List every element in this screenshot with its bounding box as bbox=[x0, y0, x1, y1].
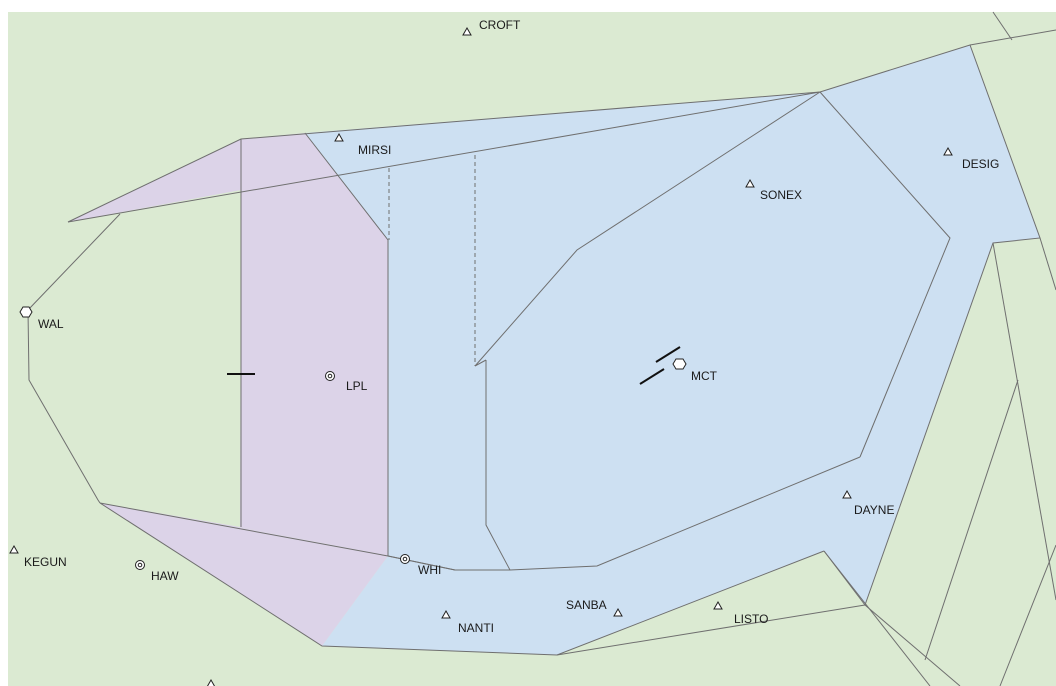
airspace-purple-south bbox=[100, 503, 388, 646]
waypoint-label-listo: LISTO bbox=[734, 612, 768, 626]
waypoint-triangle-icon bbox=[943, 146, 953, 156]
navaid-wal[interactable]: WAL bbox=[19, 306, 64, 331]
waypoint-croft[interactable]: CROFT bbox=[462, 18, 521, 36]
waypoint-triangle-icon bbox=[462, 26, 472, 36]
waypoint-listo[interactable]: LISTO bbox=[713, 600, 768, 626]
waypoint-triangle-icon bbox=[441, 609, 451, 619]
waypoint-triangle-icon-partial bbox=[206, 678, 216, 686]
waypoint-triangle-icon bbox=[745, 178, 755, 188]
airport-label-lpl: LPL bbox=[346, 379, 368, 393]
waypoint-label-nanti: NANTI bbox=[458, 621, 494, 635]
waypoint-label-croft: CROFT bbox=[479, 18, 521, 32]
waypoint-triangle-icon bbox=[842, 489, 852, 499]
aerodrome-icon bbox=[325, 371, 335, 381]
aerodrome-icon-inner bbox=[137, 562, 143, 568]
navaid-label-wal: WAL bbox=[38, 317, 64, 331]
waypoint-label-kegun: KEGUN bbox=[24, 555, 67, 569]
west-area-boundary bbox=[27, 213, 121, 504]
airport-label-haw: HAW bbox=[151, 569, 179, 583]
waypoint-label-desig: DESIG bbox=[962, 157, 999, 171]
waypoint-triangle-icon bbox=[9, 544, 19, 554]
waypoint-triangle-icon bbox=[613, 607, 623, 617]
vor-hexagon-icon bbox=[19, 306, 33, 318]
mct-runway-mark-1 bbox=[655, 346, 681, 363]
waypoint-sonex[interactable]: SONEX bbox=[745, 178, 802, 202]
left-white-margin bbox=[0, 0, 8, 686]
airport-label-whi: WHI bbox=[418, 563, 441, 577]
mct-runway-mark-2 bbox=[639, 368, 665, 385]
vor-hexagon-icon bbox=[672, 358, 687, 370]
airspace-purple-west bbox=[68, 133, 388, 556]
waypoint-triangle-icon bbox=[713, 600, 723, 610]
waypoint-mirsi[interactable]: MIRSI bbox=[334, 132, 391, 157]
navaid-mct[interactable]: MCT bbox=[672, 358, 718, 383]
aerodrome-icon bbox=[400, 554, 410, 564]
airspace-blue-main bbox=[305, 45, 1040, 655]
top-white-margin bbox=[0, 0, 1056, 12]
aerodrome-icon-inner bbox=[327, 373, 333, 379]
aerodrome-icon bbox=[135, 560, 145, 570]
waypoint-label-dayne: DAYNE bbox=[854, 503, 894, 517]
navaid-label-mct: MCT bbox=[691, 369, 718, 383]
waypoint-kegun[interactable]: KEGUN bbox=[9, 544, 67, 569]
airport-haw[interactable]: HAW bbox=[135, 560, 180, 584]
waypoint-desig[interactable]: DESIG bbox=[943, 146, 999, 171]
waypoint-dayne[interactable]: DAYNE bbox=[842, 489, 894, 517]
waypoint-label-sanba: SANBA bbox=[566, 598, 607, 612]
waypoint-triangle-icon bbox=[334, 132, 344, 142]
waypoint-nanti[interactable]: NANTI bbox=[441, 609, 494, 635]
sector-boundaries bbox=[67, 11, 1056, 686]
airport-lpl[interactable]: LPL bbox=[325, 371, 368, 394]
airport-whi[interactable]: WHI bbox=[400, 554, 442, 578]
waypoint-sanba[interactable]: SANBA bbox=[566, 598, 623, 617]
waypoint-label-sonex: SONEX bbox=[760, 188, 802, 202]
waypoint-label-mirsi: MIRSI bbox=[358, 143, 391, 157]
aerodrome-icon-inner bbox=[402, 556, 408, 562]
